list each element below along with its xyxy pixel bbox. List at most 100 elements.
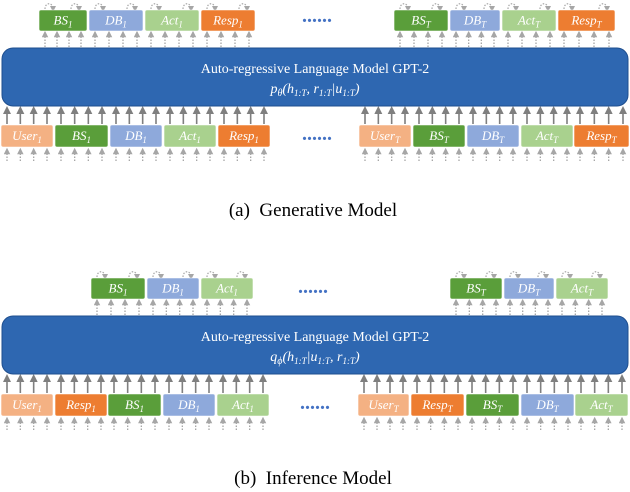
inference-input-token-label-db1: DB1 <box>177 397 200 414</box>
inference-input-token-box-bst <box>465 393 520 417</box>
generative-output-token-label-respt: RespT <box>570 13 602 30</box>
generative-output-loop-arrow <box>44 3 56 12</box>
inference-input-token-label-act1: Act1 <box>231 397 254 414</box>
inference-output-loop-arrow <box>561 271 573 280</box>
generative-output-token-box-db1 <box>88 9 144 32</box>
inference-output-token-box-actt <box>555 277 609 300</box>
inference-output-loop-arrow <box>455 271 467 280</box>
generative-output-loop-arrow <box>598 3 610 12</box>
inference-input-token-box-db1 <box>162 393 216 417</box>
generative-output-token-label-act1: Act1 <box>160 13 183 30</box>
generative-input-arrows <box>3 106 627 161</box>
inference-output-tokens: BS1 DB1 Act1 BST DBT ActT <box>90 277 609 300</box>
inference-gpt2-block <box>1 315 629 375</box>
generative-input-token-box-actt <box>520 124 574 148</box>
generative-output-token-box-respt <box>557 9 616 32</box>
generative-output-loop-arrow <box>70 3 82 12</box>
inference-output-arrows <box>93 271 606 315</box>
generative-input-token-label-respt: RespT <box>585 128 617 145</box>
inference-model-formula: qϕ(h1:T|u1:T, r1:T) <box>270 350 360 367</box>
generative-output-loop-arrow <box>150 3 162 12</box>
generative-output-loop-arrow <box>126 3 138 12</box>
generative-output-loop-arrow <box>507 3 519 12</box>
inference-output-token-box-bs1 <box>90 277 146 300</box>
inference-input-token-box-actt <box>574 393 629 417</box>
inference-output-token-label-act1: Act1 <box>215 281 238 298</box>
generative-bottom-ellipsis: ...... <box>302 123 332 145</box>
inference-output-loop-arrow <box>509 271 521 280</box>
inference-input-token-box-act1 <box>216 393 270 417</box>
inference-output-token-label-db1: DB1 <box>161 281 184 298</box>
generative-output-token-box-resp1 <box>200 9 256 32</box>
generative-input-token-box-db1 <box>109 124 163 148</box>
inference-bottom-ellipsis: ...... <box>300 392 330 414</box>
generative-output-loop-arrow <box>94 3 106 12</box>
inference-input-token-label-bs1: BS1 <box>125 397 144 414</box>
generative-input-token-label-db1: DB1 <box>124 128 147 145</box>
generative-input-token-box-usert <box>358 124 412 148</box>
generative-input-token-box-dbt <box>466 124 520 148</box>
inference-output-token-box-dbt <box>503 277 555 300</box>
inference-output-loop-arrow <box>182 271 194 280</box>
generative-output-loop-arrow <box>563 3 575 12</box>
inference-input-token-box-usert <box>357 393 410 417</box>
inference-input-token-box-respt <box>410 393 465 417</box>
inference-output-token-label-dbt: DBT <box>517 281 541 298</box>
generative-output-token-label-bs1: BS1 <box>54 13 73 30</box>
generative-input-token-box-bst <box>412 124 466 148</box>
inference-output-loop-arrow <box>96 271 108 280</box>
inference-input-token-box-resp1 <box>54 393 108 417</box>
generative-model-title: Auto-regressive Language Model GPT-2 <box>201 62 429 77</box>
generative-caption: (a) Generative Model <box>229 200 397 221</box>
generative-output-loop-arrow <box>455 3 467 12</box>
generative-output-loop-arrow <box>182 3 194 12</box>
generative-input-token-label-usert: UserT <box>370 128 401 145</box>
inference-top-ellipsis: ...... <box>298 276 328 298</box>
inference-output-loop-arrow <box>591 271 603 280</box>
inference-input-arrows <box>3 374 626 430</box>
generative-output-token-box-dbt <box>449 9 501 32</box>
inference-output-token-box-act1 <box>200 277 254 300</box>
generative-output-token-label-actt: ActT <box>517 13 541 30</box>
generative-output-loop-arrow <box>539 3 551 12</box>
inference-input-token-box-bs1 <box>107 393 162 417</box>
inference-output-token-label-bst: BST <box>466 281 486 298</box>
inference-input-token-label-resp1: Resp1 <box>65 397 96 414</box>
generative-input-token-box-bs1 <box>54 124 109 148</box>
inference-output-loop-arrow <box>537 271 549 280</box>
inference-input-token-box-dbt <box>520 393 575 417</box>
generative-output-token-box-actt <box>501 9 557 32</box>
inference-input-token-label-respt: RespT <box>421 397 453 414</box>
generative-input-token-box-user1 <box>0 124 54 148</box>
generative-input-token-box-resp1 <box>217 124 271 148</box>
generative-output-loop-arrow <box>206 3 218 12</box>
generative-input-token-label-resp1: Resp1 <box>228 128 259 145</box>
generative-output-loop-arrow <box>238 3 250 12</box>
generative-top-ellipsis: ...... <box>302 5 332 27</box>
generative-output-loop-arrow <box>483 3 495 12</box>
generative-output-token-box-act1 <box>144 9 200 32</box>
inference-output-token-label-actt: ActT <box>570 281 594 298</box>
generative-input-token-label-user1: User1 <box>12 128 42 145</box>
inference-output-loop-arrow <box>128 271 140 280</box>
generative-input-token-label-actt: ActT <box>535 128 559 145</box>
generative-output-token-box-bst <box>393 9 449 32</box>
inference-output-loop-arrow <box>236 271 248 280</box>
generative-output-token-label-db1: DB1 <box>104 13 127 30</box>
generative-gpt2-block <box>1 47 629 107</box>
generative-output-token-label-bst: BST <box>411 13 431 30</box>
generative-input-token-box-respt <box>573 124 630 148</box>
generative-output-token-label-dbt: DBT <box>463 13 487 30</box>
inference-output-token-box-bst <box>449 277 503 300</box>
inference-input-token-label-bst: BST <box>483 397 503 414</box>
inference-output-loop-arrow <box>485 271 497 280</box>
generative-input-token-label-act1: Act1 <box>178 128 201 145</box>
inference-output-loop-arrow <box>206 271 218 280</box>
inference-output-token-label-bs1: BS1 <box>109 281 128 298</box>
